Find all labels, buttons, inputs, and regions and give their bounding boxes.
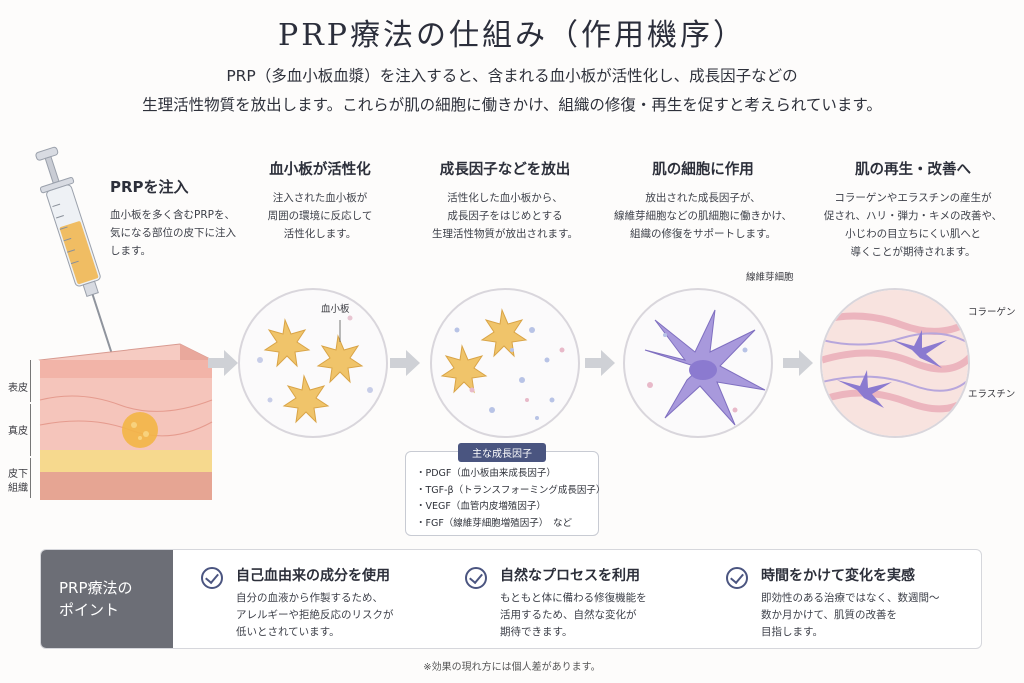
step-title: 成長因子などを放出 xyxy=(439,162,571,178)
desc-line: 促され、ハリ・弾力・キメの改善や、 xyxy=(823,210,1003,222)
step-description: 活性化した血小板から、 成長因子をはじめとする 生理活性物質が放出されます。 xyxy=(415,189,595,243)
desc-line: 線維芽細胞などの肌細胞に働きかけ、 xyxy=(614,210,792,222)
desc-line: 小じわの目立ちにくい肌へと xyxy=(845,228,981,240)
step-description: コラーゲンやエラスチンの産生が 促され、ハリ・弾力・キメの改善や、 小じわの目立… xyxy=(808,189,1018,261)
check-circle-icon xyxy=(726,567,748,589)
list-item: ・VEGF（血管内皮増殖因子） xyxy=(416,501,546,512)
desc-line: アレルギーや拒絶反応のリスクが xyxy=(236,609,394,621)
desc-line: 低いとされています。 xyxy=(236,626,340,638)
syringe-illustration xyxy=(35,146,122,383)
desc-line: 血小板を多く含むPRPを、 xyxy=(110,209,235,221)
fibroblast-illustration xyxy=(644,309,766,426)
desc-line: します。 xyxy=(110,245,151,257)
list-item: ・TGF-β（トランスフォーミング成長因子） xyxy=(416,484,606,496)
arrow-icon xyxy=(783,350,813,376)
point-item: 時間をかけて変化を実感 即効性のある治療ではなく、数週間～ 数か月かけて、肌質の… xyxy=(726,565,940,641)
point-description: もともと体に備わる修復機能を 活用するため、自然な変化が 期待できます。 xyxy=(500,590,647,641)
heading-line: ポイント xyxy=(59,601,120,619)
desc-line: もともと体に備わる修復機能を xyxy=(500,592,647,604)
collagen-elastin-illustration xyxy=(822,290,968,436)
arrow-icon xyxy=(390,350,420,376)
desc-line: 目指します。 xyxy=(761,626,823,638)
bracket xyxy=(30,360,36,402)
desc-line: 即効性のある治療ではなく、数週間～ xyxy=(761,592,940,604)
footnote: ※効果の現れ方には個人差があります。 xyxy=(423,662,601,673)
fibroblast-circle xyxy=(623,288,773,438)
desc-line: 周囲の環境に反応して xyxy=(267,210,373,222)
regeneration-circle xyxy=(820,288,970,438)
heading-line: PRP療法の xyxy=(59,579,133,597)
platelet-circle xyxy=(238,288,388,438)
point-title: 自己血由来の成分を使用 xyxy=(236,568,390,584)
growth-factor-list: 主な成長因子 ・PDGF（血小板由来成長因子） ・TGF-β（トランスフォーミン… xyxy=(405,443,606,536)
check-circle-icon xyxy=(201,567,223,589)
label-line: 組織 xyxy=(8,483,28,494)
label-epidermis: 表皮 xyxy=(8,383,28,394)
lead-line: 生理活性物質を放出します。これらが肌の細胞に働きかけ、組織の修復・再生を促すと考… xyxy=(142,96,882,114)
skin-cross-section xyxy=(38,343,214,500)
list-item: ・FGF（線維芽細胞増殖因子） など xyxy=(416,517,573,529)
label-fibroblast: 線維芽細胞 xyxy=(746,272,794,283)
step-description: 注入された血小板が 周囲の環境に反応して 活性化します。 xyxy=(235,189,405,243)
desc-line: 導くことが期待されます。 xyxy=(850,246,976,258)
list-item: ・PDGF（血小板由来成長因子） xyxy=(416,468,556,479)
desc-line: 活性化した血小板から、 xyxy=(447,192,563,204)
desc-line: 生理活性物質が放出されます。 xyxy=(432,228,578,240)
growth-factor-circle xyxy=(430,288,580,438)
desc-line: 放出された成長因子が、 xyxy=(645,192,761,204)
step-title: 肌の再生・改善へ xyxy=(855,162,971,178)
label-elastin: エラスチン xyxy=(968,389,1016,400)
label-collagen: コラーゲン xyxy=(968,307,1016,318)
desc-line: 自分の血液から作製するため、 xyxy=(236,592,383,604)
label-line: 皮下 xyxy=(8,469,28,480)
platelet-illustration xyxy=(257,315,373,424)
point-description: 自分の血液から作製するため、 アレルギーや拒絶反応のリスクが 低いとされています… xyxy=(236,590,394,641)
point-item: 自然なプロセスを利用 もともと体に備わる修復機能を 活用するため、自然な変化が … xyxy=(465,565,647,641)
bracket xyxy=(30,458,36,498)
step-skin-regeneration: 肌の再生・改善へ コラーゲンやエラスチンの産生が 促され、ハリ・弾力・キメの改善… xyxy=(808,158,1018,261)
desc-line: 数か月かけて、肌質の改善を xyxy=(761,609,897,621)
growth-factor-tag: 主な成長因子 xyxy=(458,443,546,462)
step-platelet-activation: 血小板が活性化 注入された血小板が 周囲の環境に反応して 活性化します。 xyxy=(235,158,405,243)
point-description: 即効性のある治療ではなく、数週間～ 数か月かけて、肌質の改善を 目指します。 xyxy=(761,590,940,641)
points-heading: PRP療法の ポイント xyxy=(41,550,173,648)
desc-line: 成長因子をはじめとする xyxy=(447,210,563,222)
step-inject: PRPを注入 血小板を多く含むPRPを、 気になる部位の皮下に注入 します。 xyxy=(110,176,290,260)
desc-line: 気になる部位の皮下に注入 xyxy=(110,227,236,239)
points-panel: PRP療法の ポイント 自己血由来の成分を使用 自分の血液から作製するため、 ア… xyxy=(40,549,982,649)
label-dermis: 真皮 xyxy=(8,426,28,437)
desc-line: 組織の修復をサポートします。 xyxy=(630,228,776,240)
step-title: 肌の細胞に作用 xyxy=(652,162,754,178)
point-title: 自然なプロセスを利用 xyxy=(500,568,640,584)
step-title: PRPを注入 xyxy=(110,178,189,196)
step-growth-factor-release: 成長因子などを放出 活性化した血小板から、 成長因子をはじめとする 生理活性物質… xyxy=(415,158,595,243)
desc-line: 活性化します。 xyxy=(283,228,357,240)
step-title: 血小板が活性化 xyxy=(269,162,371,178)
label-platelet: 血小板 xyxy=(321,304,350,315)
step-description: 放出された成長因子が、 線維芽細胞などの肌細胞に働きかけ、 組織の修復をサポート… xyxy=(603,189,803,243)
page-title: PRP療法の仕組み（作用機序） xyxy=(278,18,746,53)
growth-factor-illustration xyxy=(440,308,565,420)
lead-text: PRP（多血小板血漿）を注入すると、含まれる血小板が活性化し、成長因子などの 生… xyxy=(0,62,1024,120)
lead-line: PRP（多血小板血漿）を注入すると、含まれる血小板が活性化し、成長因子などの xyxy=(226,67,798,85)
label-subcutis: 皮下 組織 xyxy=(8,468,28,496)
desc-line: コラーゲンやエラスチンの産生が xyxy=(834,192,992,204)
desc-line: 活用するため、自然な変化が xyxy=(500,609,637,621)
arrow-icon xyxy=(208,350,238,376)
step-description: 血小板を多く含むPRPを、 気になる部位の皮下に注入 します。 xyxy=(110,206,290,260)
point-title: 時間をかけて変化を実感 xyxy=(761,568,915,584)
desc-line: 期待できます。 xyxy=(500,626,573,638)
check-circle-icon xyxy=(465,567,487,589)
step-skin-cell-action: 肌の細胞に作用 放出された成長因子が、 線維芽細胞などの肌細胞に働きかけ、 組織… xyxy=(603,158,803,243)
bracket xyxy=(30,404,36,456)
point-item: 自己血由来の成分を使用 自分の血液から作製するため、 アレルギーや拒絶反応のリス… xyxy=(201,565,394,641)
arrow-icon xyxy=(585,350,615,376)
desc-line: 注入された血小板が xyxy=(272,192,368,204)
